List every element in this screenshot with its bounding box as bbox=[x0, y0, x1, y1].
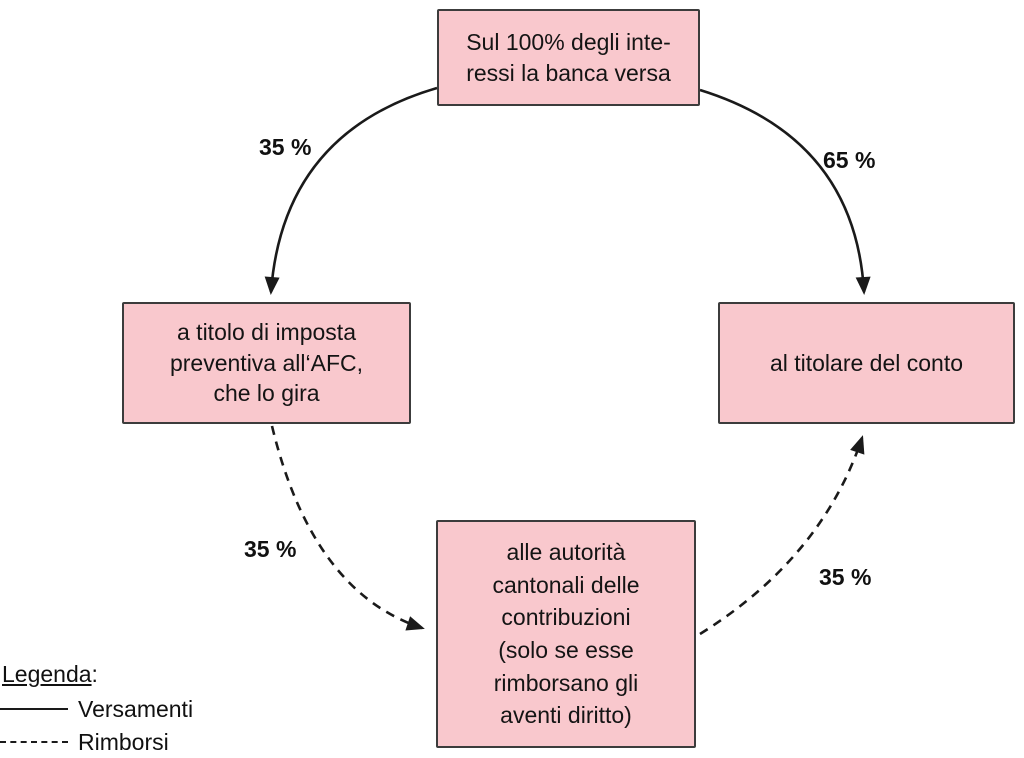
edge-label-bank-to-afc: 35 % bbox=[259, 134, 312, 160]
legend-item-label: Rimborsi bbox=[78, 728, 169, 755]
solid-arrow-bank-to-holder bbox=[699, 88, 871, 295]
dashed-arrow-cantonal-to-holder bbox=[699, 435, 865, 636]
node-account-holder: al titolare del conto bbox=[718, 302, 1015, 424]
dashed-arrow-afc-to-cantonal bbox=[270, 425, 425, 631]
solid-arrow-bank-to-afc bbox=[264, 86, 438, 295]
node-cantonal-authorities: alle autorità cantonali delle contribuzi… bbox=[436, 520, 696, 748]
legend-item-rimborsi: Rimborsi bbox=[0, 728, 193, 755]
legend: Legenda: Versamenti Rimborsi bbox=[0, 661, 194, 755]
edge-label-bank-to-holder: 65 % bbox=[823, 147, 876, 173]
legend-title-colon: : bbox=[91, 661, 98, 687]
node-withholding-tax-afc: a titolo di imposta preventiva all‘AFC, … bbox=[122, 302, 411, 424]
edge-label-afc-to-cantonal: 35 % bbox=[244, 536, 297, 562]
edge-label-cantonal-to-holder: 35 % bbox=[819, 564, 872, 590]
dashed-line-swatch bbox=[0, 741, 68, 743]
legend-item-versamenti: Versamenti bbox=[0, 695, 194, 722]
solid-line-swatch bbox=[0, 708, 68, 710]
legend-item-label: Versamenti bbox=[78, 695, 194, 722]
legend-title: Legenda: bbox=[2, 661, 98, 687]
node-bank-interest: Sul 100% degli inte- ressi la banca vers… bbox=[437, 9, 700, 106]
